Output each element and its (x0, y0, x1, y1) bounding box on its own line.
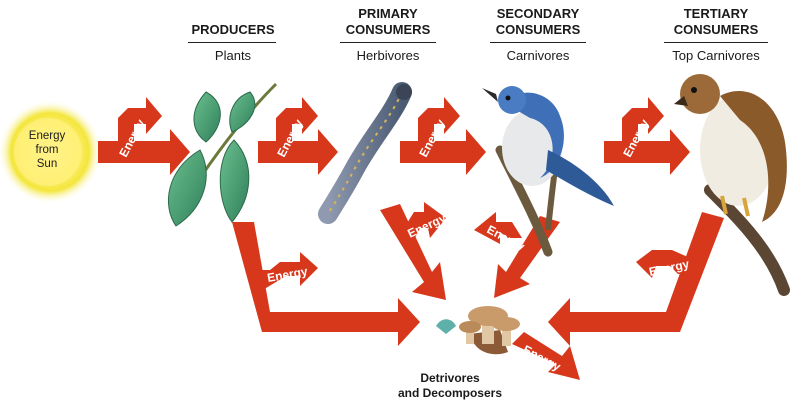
header-tertiary-title-1: TERTIARY (683, 6, 749, 21)
arrow-heat-5 (252, 252, 318, 288)
plant-icon (167, 82, 278, 227)
header-primary-title-2: CONSUMERS (345, 22, 431, 37)
header-secondary-title-1: SECONDARY (496, 6, 580, 21)
header-primary: PRIMARY CONSUMERS (338, 6, 438, 38)
caterpillar-icon (318, 82, 412, 224)
arrow-heat-4 (622, 97, 664, 142)
header-secondary-title-2: CONSUMERS (495, 22, 581, 37)
arrow-primary-to-secondary (400, 129, 486, 175)
arrow-heat-8 (636, 250, 696, 278)
header-tertiary-rule (664, 42, 768, 43)
header-primary-title-1: PRIMARY (358, 6, 418, 21)
arrow-heat-3 (418, 97, 460, 142)
header-secondary-sub: Carnivores (506, 48, 570, 63)
header-tertiary-title-2: CONSUMERS (673, 22, 759, 37)
blue-jay-icon (482, 86, 614, 257)
header-producers-sub: Plants (214, 48, 252, 63)
decomposers-label-line1: Detrivores (420, 371, 480, 385)
decomposers-label-line2: and Decomposers (397, 386, 503, 400)
header-tertiary: TERTIARY CONSUMERS (660, 6, 772, 38)
arrow-secondary-to-tertiary (604, 129, 690, 175)
hawk-icon (674, 74, 790, 296)
arrow-heat-7 (474, 212, 522, 244)
sun-label-line2: from (35, 144, 59, 156)
arrow-producers-to-decomposers (232, 222, 420, 346)
arrow-tertiary-to-decomposers (548, 212, 724, 346)
sun-label-line1: Energy (28, 130, 66, 142)
header-secondary: SECONDARY CONSUMERS (484, 6, 592, 38)
arrow-primary-to-decomposers (380, 204, 446, 300)
arrow-decomposers-out (512, 332, 580, 380)
sun-label-line3: Sun (36, 158, 58, 170)
header-primary-sub: Herbivores (356, 48, 420, 63)
header-producers: PRODUCERS (188, 22, 278, 38)
header-producers-title: PRODUCERS (191, 22, 275, 37)
energy-arrows (98, 97, 724, 380)
arrow-heat-2 (276, 97, 318, 142)
header-producers-rule (188, 42, 276, 43)
arrow-sun-to-producers (98, 129, 190, 175)
arrow-heat-1 (118, 97, 162, 142)
sun-label: Energy from Sun (18, 129, 76, 171)
arrow-producers-to-primary (258, 129, 338, 175)
decomposers-label: Detrivores and Decomposers (380, 371, 520, 401)
arrow-heat-6 (404, 202, 446, 240)
header-tertiary-sub: Top Carnivores (672, 48, 760, 63)
sun-icon (14, 118, 82, 186)
header-secondary-rule (490, 42, 586, 43)
mushroom-icon (436, 306, 520, 355)
header-primary-rule (340, 42, 436, 43)
